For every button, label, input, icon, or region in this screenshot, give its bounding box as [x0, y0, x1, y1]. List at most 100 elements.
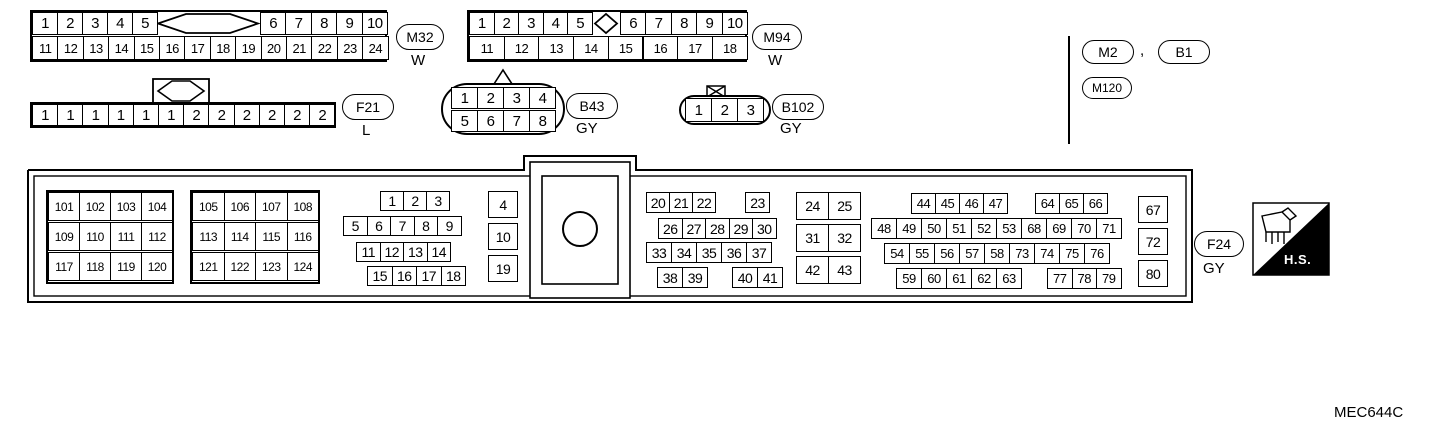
connector-f24-pin: 9 — [437, 216, 462, 236]
connector-m32-pin: 24 — [362, 36, 389, 60]
connector-f24-pin: 12 — [379, 242, 404, 262]
connector-f24-pin: 31 — [796, 224, 829, 252]
connector-m94-pin: 2 — [493, 12, 520, 35]
connector-f24-pin: 103 — [110, 192, 142, 221]
connector-m32-pin: 7 — [285, 12, 312, 35]
connector-f24-pin: 5 — [343, 216, 368, 236]
connector-m32-pin: 14 — [108, 36, 135, 60]
connector-f24-pin: 21 — [669, 192, 693, 213]
connector-f24-pin: 122 — [223, 252, 256, 281]
connector-f21-pin: 2 — [258, 104, 285, 126]
connector-m94-pin: 9 — [696, 12, 723, 35]
connector-f24-pin: 24 — [796, 192, 829, 220]
connector-m94-pin: 11 — [469, 36, 505, 60]
connector-f21-pin: 1 — [158, 104, 185, 126]
connector-f24-block-a — [46, 190, 174, 284]
connector-f21-pin: 1 — [107, 104, 134, 126]
connector-f24-pin: 48 — [871, 218, 897, 239]
connector-f24-pin: 119 — [110, 252, 142, 281]
connector-f24-pin: 112 — [141, 222, 173, 251]
connector-f24-pin: 35 — [696, 242, 722, 263]
connector-m94-pin: 7 — [645, 12, 672, 35]
connector-f21-pin: 2 — [233, 104, 260, 126]
connector-m32-pin: 15 — [133, 36, 160, 60]
figure-code: MEC644C — [1334, 404, 1404, 421]
connector-m32-pin: 21 — [286, 36, 313, 60]
connector-f24-pin: 49 — [896, 218, 922, 239]
connector-b43-color: GY — [576, 120, 598, 137]
connector-m94-tag: M94 — [752, 24, 802, 50]
connector-f24-pin: 50 — [921, 218, 947, 239]
connector-f24-pin: 44 — [911, 193, 936, 214]
connector-f21-pin: 2 — [183, 104, 210, 126]
connector-f24-pin: 51 — [946, 218, 972, 239]
connector-b102-pin: 1 — [685, 98, 712, 122]
legend-separator: , — [1140, 42, 1145, 59]
connector-f24-pin: 28 — [705, 218, 730, 239]
connector-f24-pin: 110 — [79, 222, 111, 251]
connector-f24-pin: 62 — [971, 268, 997, 289]
connector-m32-color: W — [411, 52, 426, 69]
connector-m32-pin: 22 — [311, 36, 338, 60]
hs-badge-label: H.S. — [1284, 252, 1312, 267]
connector-f24-pin: 63 — [996, 268, 1022, 289]
connector-b43-pin: 3 — [503, 87, 530, 109]
connector-f21-pin: 2 — [309, 104, 336, 126]
connector-m32-pin: 12 — [57, 36, 84, 60]
connector-f24-pin: 102 — [79, 192, 111, 221]
connector-b43-tag: B43 — [566, 93, 618, 119]
connector-f24-pin: 101 — [48, 192, 80, 221]
connector-b102-pin: 3 — [737, 98, 764, 122]
connector-f24-pin: 60 — [921, 268, 947, 289]
connector-m32-pin: 13 — [82, 36, 110, 60]
connector-m94-pin: 14 — [573, 36, 609, 60]
connector-f24-pin: 69 — [1046, 218, 1072, 239]
connector-m94-pin: 15 — [607, 36, 644, 60]
connector-m94-pin: 8 — [670, 12, 698, 35]
connector-f24-pin: 16 — [391, 266, 417, 286]
connector-f24-pin: 40 — [732, 267, 758, 288]
connector-f24-pin: 4 — [488, 191, 518, 218]
connector-f24-pin: 73 — [1009, 243, 1035, 264]
connector-f24-pin: 11 — [356, 242, 381, 262]
connector-f24-pin: 17 — [416, 266, 442, 286]
connector-f24-pin: 27 — [681, 218, 706, 239]
connector-f24-pin: 46 — [959, 193, 984, 214]
connector-m94-lock-tab — [593, 12, 619, 35]
connector-f21-pin: 1 — [82, 104, 109, 126]
connector-f24-pin: 2 — [403, 191, 427, 211]
connector-f24-color: GY — [1203, 260, 1225, 277]
connector-m32-tag: M32 — [396, 24, 444, 50]
connector-f24-pin: 115 — [255, 222, 288, 251]
connector-m2-tag: M2 — [1082, 40, 1134, 64]
connector-f24-pin: 120 — [141, 252, 173, 281]
connector-f24-pin: 72 — [1138, 228, 1168, 255]
harness-side-icon — [1252, 202, 1330, 276]
connector-f24-pin: 121 — [192, 252, 225, 281]
connector-m94-pin: 10 — [721, 12, 748, 35]
connector-f24-pin: 39 — [682, 267, 708, 288]
connector-f24-pin: 114 — [223, 222, 256, 251]
connector-f24-pin: 42 — [796, 256, 829, 284]
connector-f24-pin: 37 — [746, 242, 772, 263]
connector-f24-pin: 41 — [757, 267, 783, 288]
connector-f24-pin: 117 — [48, 252, 80, 281]
connector-f24-pin: 109 — [48, 222, 80, 251]
connector-f21-color: L — [362, 122, 371, 139]
connector-m32-pin: 16 — [159, 36, 186, 60]
connector-f24-pin: 20 — [646, 192, 670, 213]
connector-f24-pin: 76 — [1084, 243, 1110, 264]
connector-m32-pin: 2 — [57, 12, 83, 35]
connector-f24-pin: 56 — [934, 243, 960, 264]
connector-f24-pin: 26 — [658, 218, 683, 239]
connector-f24-pin: 124 — [286, 252, 319, 281]
connector-f24-pin: 33 — [646, 242, 672, 263]
connector-f24-pin: 3 — [426, 191, 450, 211]
connector-m94-pin: 6 — [620, 12, 647, 35]
connector-m94-pin: 3 — [518, 12, 544, 35]
connector-m32-pin: 6 — [260, 12, 287, 35]
connector-f24-pin: 23 — [745, 192, 770, 213]
connector-f24-pin: 43 — [828, 256, 861, 284]
connector-b43-pin: 7 — [503, 110, 530, 132]
connector-m120-tag: M120 — [1082, 77, 1132, 99]
